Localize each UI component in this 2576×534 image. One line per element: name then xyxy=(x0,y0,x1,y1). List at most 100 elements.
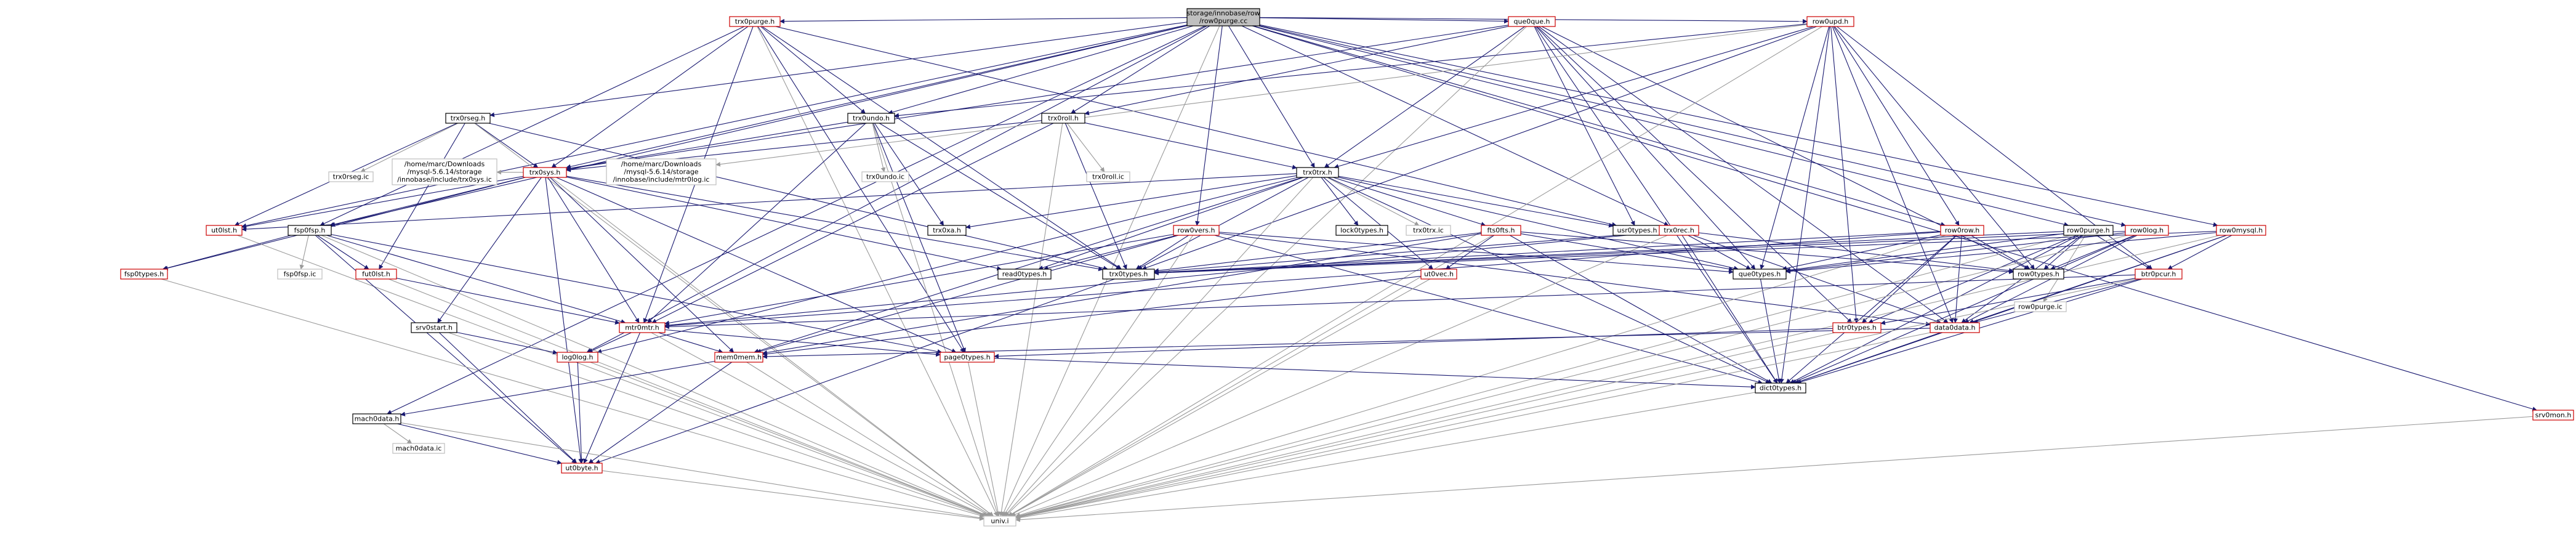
node-mtr0mtr[interactable]: mtr0mtr.h xyxy=(619,322,666,333)
node-label-ut0lst: ut0lst.h xyxy=(211,226,237,234)
node-box-que0que xyxy=(1508,16,1556,27)
node-label-usr0types: usr0types.h xyxy=(1617,226,1657,234)
node-label-trx0types: trx0types.h xyxy=(1109,270,1148,278)
node-row0types[interactable]: row0types.h xyxy=(2013,269,2064,280)
node-row0vers[interactable]: row0vers.h xyxy=(1173,225,1220,236)
node-srv0mon[interactable]: srv0mon.h xyxy=(2532,410,2574,421)
node-label-fts0fts: fts0fts.h xyxy=(1487,226,1515,234)
node-ut0byte[interactable]: ut0byte.h xyxy=(561,463,603,474)
node-trx0sys[interactable]: trx0sys.h xyxy=(523,167,567,178)
edge-root-to-trx0rec xyxy=(1241,25,1669,226)
node-dict0types[interactable]: dict0types.h xyxy=(1755,382,1806,394)
edge-row0purge-to-trx0types xyxy=(1154,231,2064,275)
edge-srv0start-to-ut0byte xyxy=(439,332,578,464)
edge-trx0purge-to-univ xyxy=(757,26,998,517)
edge-ut0lst-to-univ xyxy=(237,235,988,517)
node-fsp0fsp[interactable]: fsp0fsp.h xyxy=(288,225,332,236)
node-trx0undo_ic[interactable]: trx0undo.ic xyxy=(861,171,909,182)
node-fsp0types[interactable]: fsp0types.h xyxy=(120,269,168,280)
node-que0que[interactable]: que0que.h xyxy=(1508,16,1556,27)
edge-row0mysql-to-trx0types xyxy=(1154,231,2217,275)
node-read0types[interactable]: read0types.h xyxy=(997,269,1052,280)
node-trx0undo[interactable]: trx0undo.h xyxy=(847,113,895,124)
node-box-fsp0fsp xyxy=(288,225,332,236)
node-box-row0types xyxy=(2013,269,2064,280)
edge-trx0sys-to-fsp0fsp xyxy=(329,177,525,227)
edge-que0que-to-btr0types xyxy=(1537,26,1853,323)
node-btr0types[interactable]: btr0types.h xyxy=(1832,322,1882,333)
edge-row0row-to-mtr0mtr xyxy=(664,232,1941,328)
edge-mtr0mtr-to-page0types xyxy=(664,329,941,357)
edge-row0mysql-to-btr0pcur xyxy=(2167,235,2232,270)
node-trx0rseg[interactable]: trx0rseg.h xyxy=(445,113,491,124)
edge-fsp0fsp-to-page0types xyxy=(331,234,943,354)
node-row0row[interactable]: row0row.h xyxy=(1940,225,1984,236)
node-btr0pcur[interactable]: btr0pcur.h xyxy=(2135,269,2183,280)
node-mach0data[interactable]: mach0data.h xyxy=(352,413,401,424)
node-label-dict0types: dict0types.h xyxy=(1760,384,1801,392)
edge-row0mysql-to-univ xyxy=(1015,235,2220,519)
node-srv0start[interactable]: srv0start.h xyxy=(411,322,457,333)
edge-trx0undo-to-univ xyxy=(872,123,1000,517)
edge-trx0roll-to-trx0types xyxy=(1065,123,1127,270)
node-ut0lst[interactable]: ut0lst.h xyxy=(206,225,243,236)
edge-row0mysql-to-que0types xyxy=(1785,232,2217,274)
node-trx0rec[interactable]: trx0rec.h xyxy=(1659,225,1699,236)
node-mem0mem[interactable]: mem0mem.h xyxy=(714,352,763,363)
edge-que0que-to-trx0trx xyxy=(1324,26,1525,168)
node-root[interactable]: storage/innobase/row/row0purge.cc xyxy=(1186,8,1260,26)
node-label-mtr0mtr: mtr0mtr.h xyxy=(625,323,659,331)
node-trx0purge[interactable]: trx0purge.h xyxy=(729,16,781,27)
node-mach0data_ic[interactable]: mach0data.ic xyxy=(392,443,445,454)
edge-row0vers-to-data0data xyxy=(1218,233,1931,326)
edge-srv0mon-to-univ xyxy=(1015,416,2534,522)
node-univ[interactable]: univ.i xyxy=(983,516,1016,527)
node-label-row0types: row0types.h xyxy=(2018,270,2059,278)
node-row0upd[interactable]: row0upd.h xyxy=(1806,16,1854,27)
node-trx0rseg_ic[interactable]: trx0rseg.ic xyxy=(328,171,374,182)
node-lock0types[interactable]: lock0types.h xyxy=(1335,225,1388,236)
node-label-trx0sys_path: /mysql-5.6.14/storage xyxy=(407,168,481,176)
node-row0log[interactable]: row0log.h xyxy=(2125,225,2169,236)
node-mtr0log_path[interactable]: /home/marc/Downloads/mysql-5.6.14/storag… xyxy=(606,158,717,185)
edge-mtr0mtr-to-univ xyxy=(651,332,991,517)
node-box-trx0rseg xyxy=(445,113,491,124)
node-data0data[interactable]: data0data.h xyxy=(1930,322,1980,333)
node-label-ut0byte: ut0byte.h xyxy=(565,464,598,472)
node-log0log[interactable]: log0log.h xyxy=(557,352,598,363)
node-fut0lst[interactable]: fut0lst.h xyxy=(355,269,397,280)
node-fsp0fsp_ic[interactable]: fsp0fsp.ic xyxy=(277,269,323,280)
node-trx0types[interactable]: trx0types.h xyxy=(1102,269,1155,280)
edge-row0log-to-row0types xyxy=(2050,235,2135,270)
node-ut0vec[interactable]: ut0vec.h xyxy=(1420,269,1457,280)
node-row0mysql[interactable]: row0mysql.h xyxy=(2216,225,2266,236)
node-trx0roll_ic[interactable]: trx0roll.ic xyxy=(1086,171,1130,182)
node-trx0trx_ic[interactable]: trx0trx.ic xyxy=(1406,225,1451,236)
edge-root-to-trx0undo xyxy=(888,25,1194,115)
node-box-mem0mem xyxy=(714,352,763,363)
node-fts0fts[interactable]: fts0fts.h xyxy=(1481,225,1521,236)
edge-root-to-mach0data xyxy=(387,25,1205,415)
node-trx0trx[interactable]: trx0trx.h xyxy=(1296,167,1339,178)
node-box-ut0vec xyxy=(1420,269,1457,280)
edge-que0que-to-univ xyxy=(1004,26,1527,517)
node-row0purge_ic[interactable]: row0purge.ic xyxy=(2014,301,2067,312)
node-que0types[interactable]: que0types.h xyxy=(1733,269,1787,280)
node-trx0xa[interactable]: trx0xa.h xyxy=(927,225,967,236)
edge-trx0trx-to-usr0types xyxy=(1338,176,1614,228)
node-box-row0log xyxy=(2125,225,2169,236)
node-trx0roll[interactable]: trx0roll.h xyxy=(1041,113,1085,124)
node-label-srv0mon: srv0mon.h xyxy=(2535,411,2572,419)
edge-mach0data-to-mach0data_ic xyxy=(384,423,413,444)
edge-trx0purge-to-trx0types xyxy=(762,26,1122,270)
edge-que0que-to-trx0roll xyxy=(1084,26,1509,116)
node-row0purge[interactable]: row0purge.h xyxy=(2063,225,2114,236)
node-usr0types[interactable]: usr0types.h xyxy=(1612,225,1662,236)
node-label-row0upd: row0upd.h xyxy=(1813,17,1848,25)
node-label-trx0undo: trx0undo.h xyxy=(853,114,890,122)
node-label-root: /row0purge.cc xyxy=(1199,17,1247,25)
node-trx0sys_path[interactable]: /home/marc/Downloads/mysql-5.6.14/storag… xyxy=(392,158,497,185)
edge-row0vers-to-mem0mem xyxy=(756,235,1179,354)
node-page0types[interactable]: page0types.h xyxy=(940,352,995,363)
edge-trx0rec-to-univ xyxy=(1010,235,1668,517)
